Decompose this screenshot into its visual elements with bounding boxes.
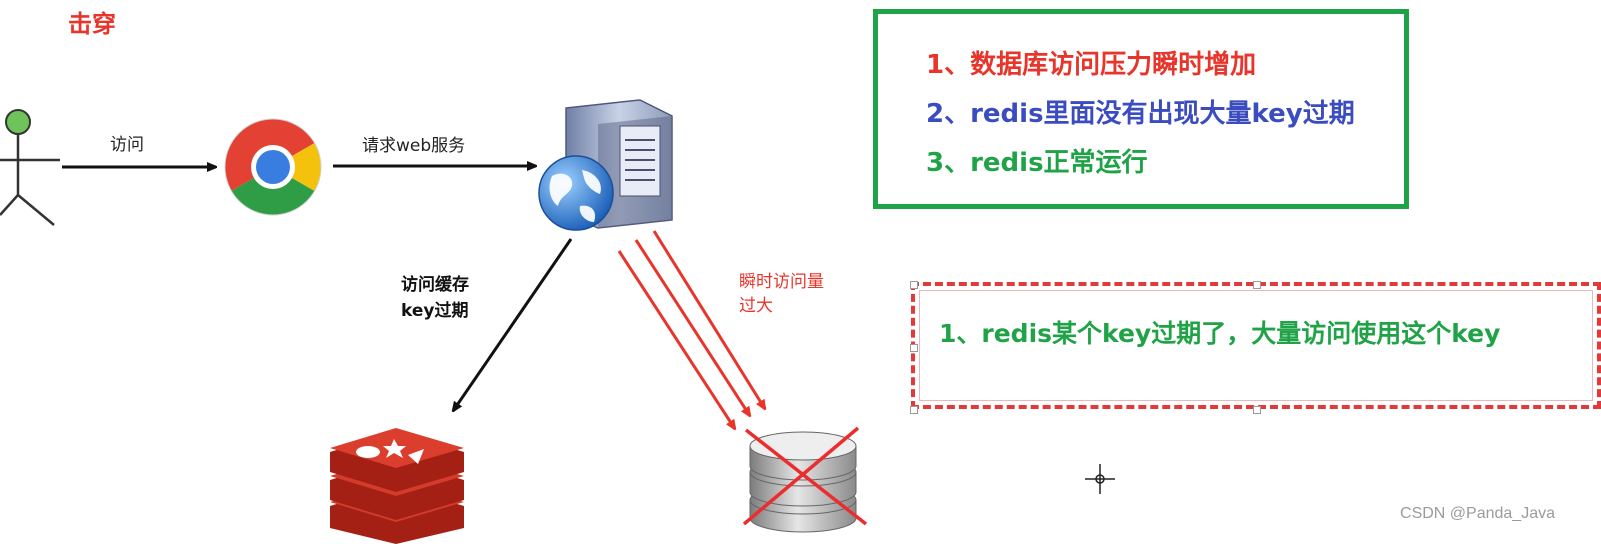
edge-label-request-web: 请求web服务 — [362, 136, 466, 156]
resize-handle-top-left[interactable] — [910, 281, 918, 289]
web-server-icon — [538, 99, 673, 231]
edge-label-cache-line1: 访问缓存 — [401, 275, 469, 295]
arrow-server-to-redis — [453, 238, 573, 411]
arrows-server-to-db — [617, 230, 765, 429]
resize-handle-bottom-left[interactable] — [910, 406, 918, 414]
effects-panel: 1、数据库访问压力瞬时增加 2、redis里面没有出现大量key过期 3、red… — [873, 9, 1409, 209]
effects-item-1: 1、数据库访问压力瞬时增加 — [926, 50, 1257, 80]
page-title: 击穿 — [68, 10, 116, 38]
redis-icon — [330, 428, 464, 544]
edge-label-visit: 访问 — [110, 135, 144, 155]
resize-handle-bottom-middle[interactable] — [1253, 406, 1261, 414]
edge-label-cache-access: 访问缓存 key过期 — [401, 272, 469, 324]
watermark: CSDN @Panda_Java — [1400, 505, 1555, 522]
cursor-crosshair-icon — [1085, 464, 1115, 494]
edge-label-cache-line2: key过期 — [401, 301, 469, 321]
cause-text: 1、redis某个key过期了，大量访问使用这个key — [939, 319, 1501, 348]
chrome-icon — [224, 118, 322, 216]
edge-label-burst-line2: 过大 — [739, 296, 773, 316]
user-icon — [0, 109, 60, 226]
database-cross-mark — [742, 426, 868, 526]
resize-handle-middle-left[interactable] — [910, 344, 918, 352]
effects-item-3: 3、redis正常运行 — [926, 148, 1148, 178]
cause-panel[interactable]: 1、redis某个key过期了，大量访问使用这个key — [910, 281, 1601, 414]
effects-item-2: 2、redis里面没有出现大量key过期 — [926, 99, 1355, 129]
resize-handle-top-middle[interactable] — [1253, 281, 1261, 289]
edge-label-burst: 瞬时访问量 过大 — [739, 270, 824, 318]
edge-label-burst-line1: 瞬时访问量 — [739, 272, 824, 292]
